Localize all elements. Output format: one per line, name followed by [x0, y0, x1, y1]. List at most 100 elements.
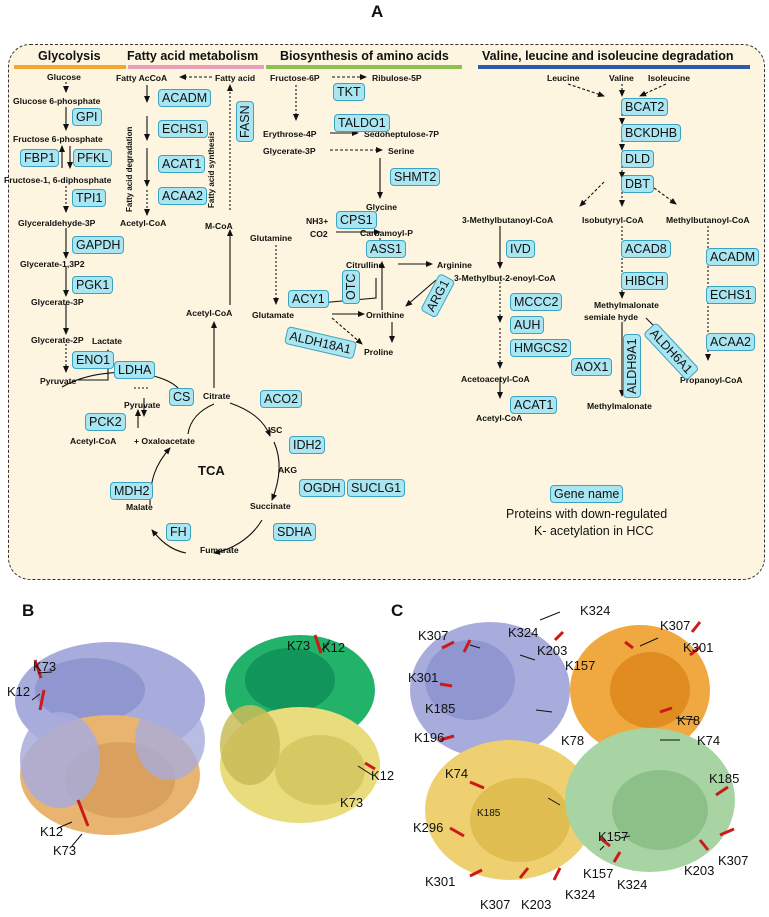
residue-label-c-10: K78	[677, 713, 701, 728]
metabolite-pyruvate: Pyruvate	[40, 376, 77, 386]
metabolite-akg: AKG	[278, 465, 298, 475]
residue-label-c-8: K301	[408, 670, 439, 685]
enzyme-acy1: ACY1	[288, 290, 329, 308]
header-bar-glycolysis	[14, 65, 126, 69]
metabolite-isoleucine: Isoleucine	[648, 73, 691, 83]
metabolite-fatty-accoa: Fatty AcCoA	[116, 73, 168, 83]
residue-label-c-16: K296	[413, 820, 444, 835]
enzyme-sdha: SDHA	[273, 523, 316, 541]
enzyme-tpi1: TPI1	[72, 189, 107, 207]
metabolite-methylbutanoyl3: 3-Methylbutanoyl-CoA	[462, 215, 554, 225]
panel-label-b: B	[22, 601, 35, 620]
enzyme-ivd: IVD	[506, 240, 535, 258]
enzyme-acat1: ACAT1	[158, 155, 206, 173]
residue-label-c-5: K203	[537, 643, 568, 658]
enzyme-ass1: ASS1	[366, 240, 406, 258]
enzyme-acaa2-2: ACAA2	[706, 333, 755, 351]
enzyme-aco2: ACO2	[260, 390, 303, 408]
enzyme-fh: FH	[166, 523, 191, 541]
metabolite-citrate: Citrate	[203, 391, 231, 401]
metabolite-methylbutanoyl: Methylbutanoyl-CoA	[666, 215, 750, 225]
enzyme-acat1-2: ACAT1	[510, 396, 558, 414]
enzyme-hibch: HIBCH	[621, 272, 668, 290]
residue-label-c-17: K185	[477, 808, 501, 819]
metabolite-glutamate: Glutamate	[252, 310, 295, 320]
metabolite-methylmalonate: Methylmalonate	[587, 401, 652, 411]
residue-label-c-4: K307	[660, 618, 691, 633]
residue-label-c-2: K307	[418, 628, 449, 643]
enzyme-echs1: ECHS1	[158, 120, 208, 138]
residue-label-c-26: K324	[565, 887, 596, 902]
residue-label-b-6: K12	[322, 640, 346, 655]
metabolite-fatty-acid: Fatty acid	[215, 73, 256, 83]
metabolite-valine: Valine	[609, 73, 634, 83]
enzyme-fbp1: FBP1	[20, 149, 60, 167]
enzyme-echs1-2: ECHS1	[706, 286, 756, 304]
metabolite-glycerate3p-aa: Glycerate-3P	[263, 146, 316, 156]
metabolite-g3p-ald: Glyceraldehyde-3P	[18, 218, 96, 228]
metabolite-f6p: Fructose 6-phosphate	[13, 134, 103, 144]
metabolite-fumarate: Fumarate	[200, 545, 239, 555]
metabolite-methylbutenoyl: 3-Methylbut-2-enoyl-CoA	[454, 273, 556, 283]
residue-label-c-7: K157	[565, 658, 596, 673]
enzyme-ogdh: OGDH	[299, 479, 345, 497]
residue-label-c-23: K324	[617, 877, 648, 892]
enzyme-ldha: LDHA	[114, 361, 156, 379]
header-amino-acids: Biosynthesis of amino acids	[280, 49, 449, 63]
metabolite-lactate: Lactate	[92, 336, 123, 346]
metabolite-glucose: Glucose	[47, 72, 81, 82]
metabolite-arginine: Arginine	[437, 260, 472, 270]
metabolite-pyruvate-2: Pyruvate	[124, 400, 161, 410]
metabolite-methylmalonate-semi2: semiale hyde	[584, 312, 638, 322]
enzyme-bcat2: BCAT2	[621, 98, 669, 116]
enzyme-gapdh: GAPDH	[72, 236, 125, 254]
legend-gene-name: Gene name	[550, 485, 624, 503]
tca-label: TCA	[198, 463, 225, 478]
residue-label-b-3: K12	[40, 824, 64, 839]
residue-label-c-1: K324	[580, 603, 611, 618]
enzyme-gpi: GPI	[72, 108, 102, 126]
metabolite-glycine: Glycine	[366, 202, 398, 212]
enzyme-pfkl: PFKL	[73, 149, 113, 167]
residue-label-c-9: K185	[425, 701, 456, 716]
residue-label-c-24: K307	[480, 897, 511, 912]
metabolite-acetyl-coa-mid: Acetyl-CoA	[186, 308, 233, 318]
enzyme-eno1: ENO1	[72, 351, 115, 369]
residue-label-c-11: K196	[414, 730, 445, 745]
metabolite-succinate: Succinate	[250, 501, 291, 511]
metabolite-serine: Serine	[388, 146, 415, 156]
metabolite-propanoyl: Propanoyl-CoA	[680, 375, 743, 385]
metabolite-acetyl-coa-fa: Acetyl-CoA	[120, 218, 167, 228]
residue-label-c-12: K78	[561, 733, 585, 748]
residue-label-b-1: K73	[33, 659, 57, 674]
legend-line2: K- acetylation in HCC	[534, 524, 654, 538]
metabolite-acetyl-coa-bcaa: Acetyl-CoA	[476, 413, 523, 423]
enzyme-aox1: AOX1	[571, 358, 613, 376]
metabolite-isc: ISC	[268, 425, 283, 435]
residue-label-c-20: K157	[583, 866, 614, 881]
metabolite-malate: Malate	[126, 502, 153, 512]
metabolite-fructose6p: Fructose-6P	[270, 73, 320, 83]
enzyme-suclg1: SUCLG1	[347, 479, 406, 497]
enzyme-auh: AUH	[510, 316, 545, 334]
enzyme-mdh2: MDH2	[110, 482, 154, 500]
metabolite-isobutyryl: Isobutyryl-CoA	[582, 215, 644, 225]
structure-b-left	[15, 642, 205, 835]
residue-label-c-13: K74	[697, 733, 721, 748]
residue-label-c-14: K74	[445, 766, 469, 781]
metabolite-gly13p2: Glycerate-1,3P2	[20, 259, 85, 269]
enzyme-acadm-2: ACADM	[706, 248, 760, 266]
residue-label-b-4: K73	[53, 843, 77, 858]
metabolite-sedoheptulose7p: Sedoheptulose-7P	[364, 129, 439, 139]
header-bar-amino-acids	[266, 65, 462, 69]
enzyme-acadm: ACADM	[158, 89, 212, 107]
enzyme-tkt: TKT	[333, 83, 365, 101]
residue-label-c-18: K157	[598, 829, 629, 844]
header-bar-fatty-acid	[128, 65, 264, 69]
header-fatty-acid: Fatty acid metabolism	[127, 49, 259, 63]
residue-label-c-15: K185	[709, 771, 740, 786]
enzyme-cps1: CPS1	[336, 211, 377, 229]
legend-line1: Proteins with down-regulated	[506, 507, 668, 521]
